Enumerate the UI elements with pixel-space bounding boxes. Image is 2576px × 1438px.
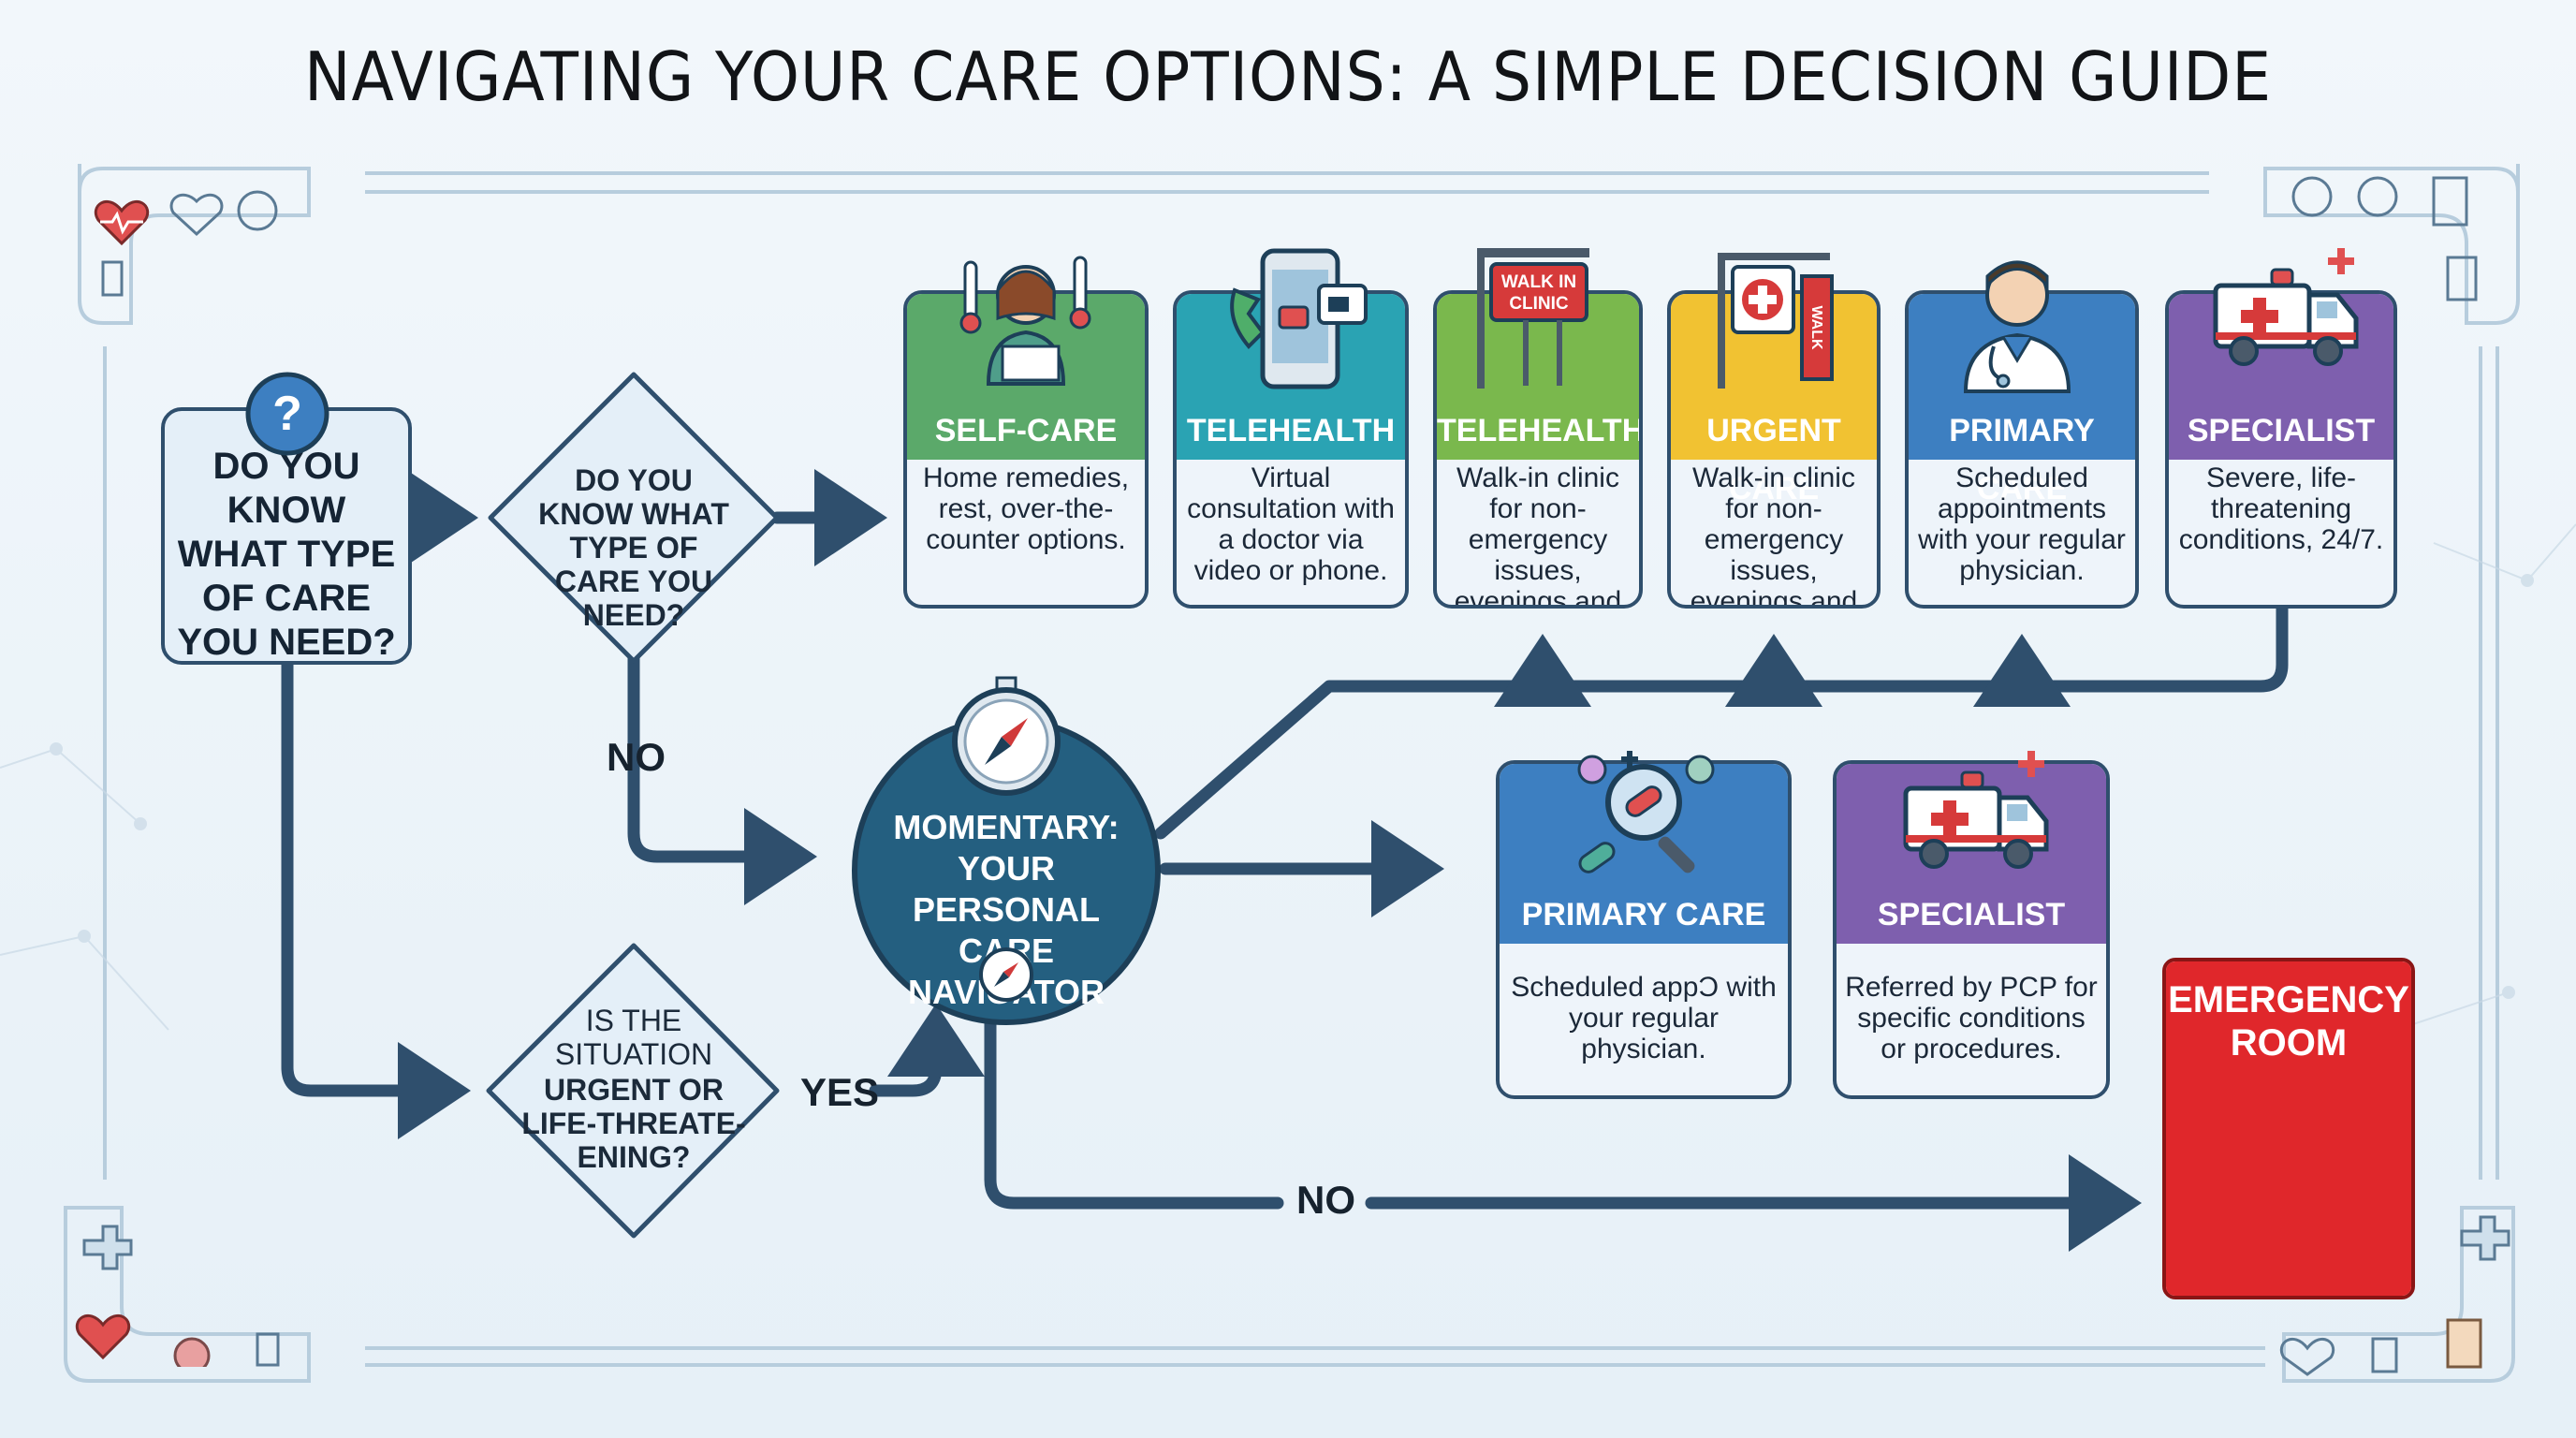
card-title: URGENT CARE — [1706, 413, 1841, 506]
decision-know-text: DO YOU KNOW WHAT TYPE OF CARE YOU NEED? — [538, 463, 729, 632]
decorative-frame — [64, 164, 2520, 1383]
corner-icons-top-right — [2291, 176, 2478, 301]
card-description: Virtual consultation with a doctor via v… — [1187, 462, 1395, 586]
page-title: NAVIGATING YOUR CARE OPTIONS: A SIMPLE D… — [304, 37, 2272, 116]
no-label-top: NO — [607, 735, 666, 779]
walk-in-sign-icon: WALK IN CLINIC — [1463, 243, 1594, 398]
decision-diamond-know — [488, 372, 780, 664]
card-title: PRIMARY CARE — [1949, 413, 2095, 506]
phone-video-icon — [1216, 243, 1375, 398]
no-label-bottom: NO — [1296, 1178, 1355, 1222]
card-description: Walk-in clinic for non-emergency issues,… — [1454, 462, 1622, 609]
card-description: Severe, life-threatening conditions, 24/… — [2178, 462, 2384, 555]
urgent-care-sign-icon: WALK — [1699, 243, 1849, 398]
emergency-room-box: EMERGENCY ROOM — [2162, 958, 2415, 1299]
card-description: Scheduled appƆ with your regular physici… — [1511, 972, 1777, 1064]
card-description: Referred by PCP for specific conditions … — [1845, 972, 2098, 1064]
decision-urgent-line2: URGENT OR LIFE-THREATE-ENING? — [521, 1073, 746, 1174]
emergency-room-title: EMERGENCY ROOM — [2168, 979, 2409, 1064]
small-compass-icon — [979, 947, 1033, 1002]
decision-urgent-line1: IS THE SITUATION — [554, 1004, 713, 1071]
magnifier-pills-icon — [1569, 746, 1719, 891]
svg-text:WALK IN: WALK IN — [1501, 272, 1576, 292]
card-description: Walk-in clinic for non-emergency issues,… — [1690, 462, 1858, 609]
doctor-icon — [1947, 243, 2087, 398]
card-title: SPECIALIST — [2187, 413, 2376, 448]
compass-icon — [952, 676, 1061, 796]
ambulance-icon — [2206, 243, 2365, 379]
card-description: Home remedies, rest, over-the-counter op… — [922, 462, 1130, 555]
corner-icons-bottom-right — [2279, 1215, 2510, 1376]
decision-diamond-urgent — [486, 943, 780, 1239]
svg-text:?: ? — [272, 387, 302, 441]
card-title: TELEHEALTH — [1437, 413, 1643, 448]
card-description: Scheduled appointments with your regular… — [1918, 462, 2126, 586]
card-title: PRIMARY CARE — [1521, 897, 1766, 932]
question-mark-icon: ? — [245, 372, 329, 456]
svg-text:CLINIC: CLINIC — [1509, 294, 1569, 314]
corner-icons-bottom-left — [75, 1225, 280, 1367]
card-title: SPECIALIST — [1877, 897, 2066, 932]
navigator-text: MOMENTARY: YOUR PERSONAL CARE NAVIGATOR — [893, 808, 1120, 1011]
person-reading-icon — [951, 243, 1101, 398]
yes-label: YES — [800, 1070, 880, 1114]
corner-icons-top-left — [94, 190, 278, 297]
ambulance-icon — [1896, 746, 2056, 882]
top_cards-card-2: TELEHEALTH Walk-in clinic for non-emergen… — [1433, 290, 1643, 609]
card-title: TELEHEALTH — [1186, 413, 1396, 448]
card-title: SELF-CARE — [934, 413, 1118, 448]
start-question-text: DO YOU KNOW WHAT TYPE OF CARE YOU NEED? — [177, 446, 396, 663]
svg-text:WALK: WALK — [1808, 305, 1824, 350]
emergency-fill — [2166, 961, 2411, 1296]
